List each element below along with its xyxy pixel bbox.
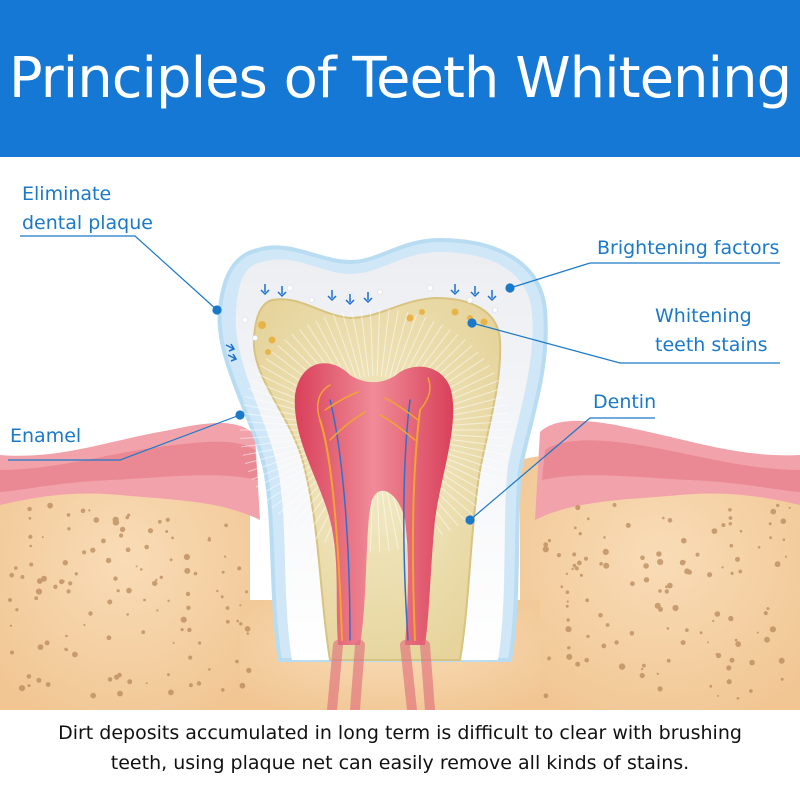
label-dentin: Dentin: [593, 391, 657, 413]
label-brightening-factors: Brightening factors: [597, 237, 780, 259]
label-enamel: Enamel: [10, 425, 82, 447]
caption: Dirt deposits accumulated in long term i…: [0, 718, 800, 778]
whitening-particles: [241, 284, 498, 341]
label-whitening-stains-line2: teeth stains: [655, 334, 768, 356]
label-eliminate-plaque-line2: dental plaque: [22, 212, 153, 234]
label-eliminate-plaque-line1: Eliminate: [22, 183, 112, 205]
label-whitening-stains: Whitening teeth stains: [655, 302, 768, 360]
plaque-deposits: [258, 308, 488, 355]
tooth-diagram: [0, 235, 800, 710]
action-arrows: [225, 284, 497, 362]
title-banner: Principles of Teeth Whitening: [0, 0, 800, 157]
caption-line1: Dirt deposits accumulated in long term i…: [58, 722, 742, 744]
page-title: Principles of Teeth Whitening: [8, 46, 792, 111]
bone-pores: [8, 502, 791, 700]
nerves: [317, 377, 431, 641]
label-eliminate-plaque: Eliminate dental plaque: [22, 180, 153, 238]
callout-lines: [8, 235, 780, 525]
label-whitening-stains-line1: Whitening: [655, 305, 752, 327]
jaw-bone: [0, 457, 250, 710]
caption-line2: teeth, using plaque net can easily remov…: [110, 752, 690, 774]
